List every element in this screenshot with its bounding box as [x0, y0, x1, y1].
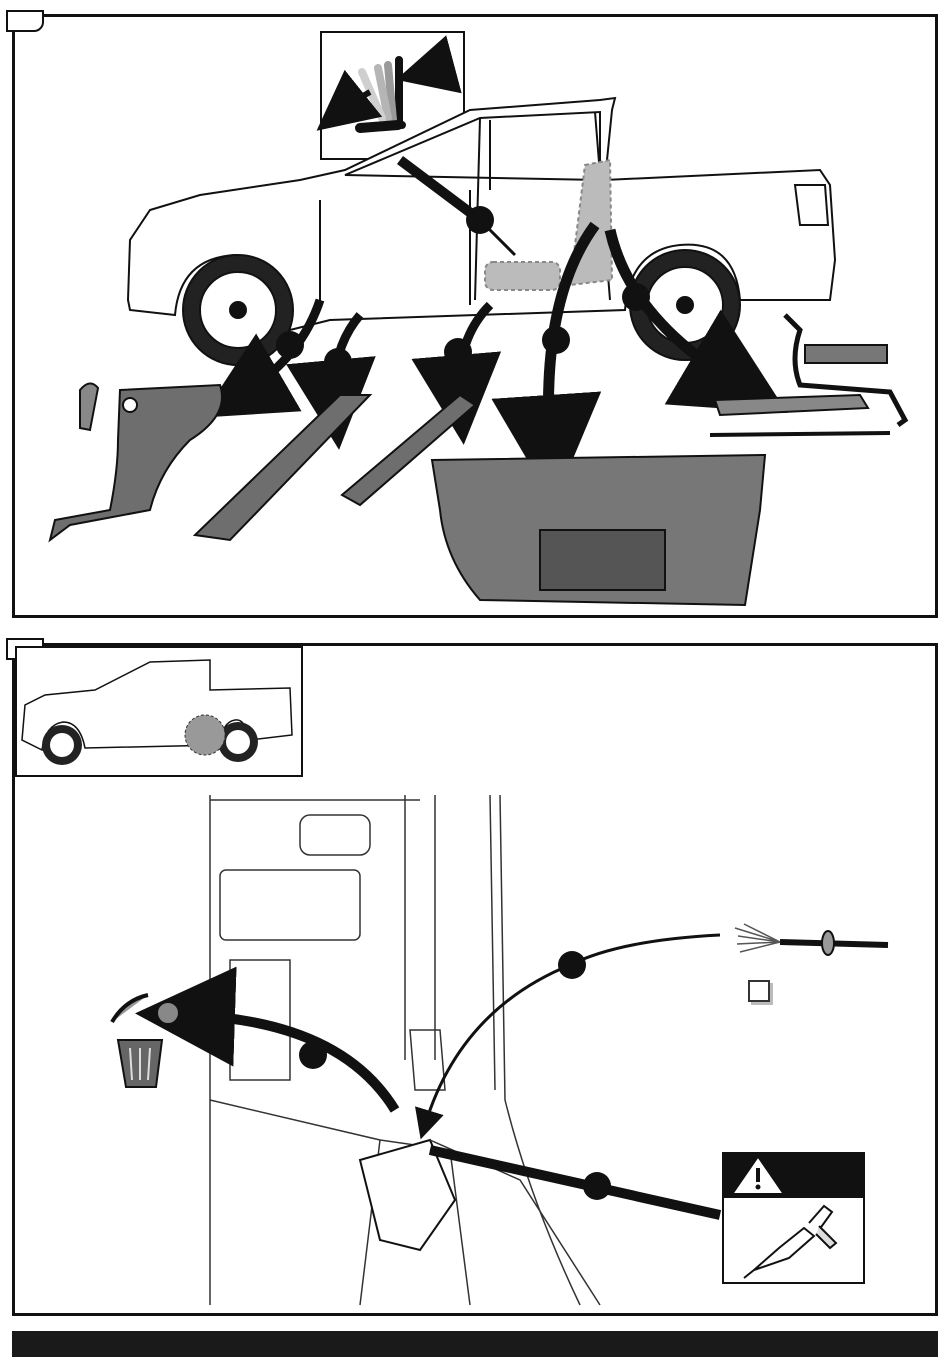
sealant-callout — [430, 1150, 720, 1215]
warning-triangle-icon — [728, 1154, 788, 1198]
sealant-gun-icon — [724, 1198, 863, 1282]
removed-parts — [50, 315, 905, 605]
truck-thumbnail-inset — [16, 647, 302, 776]
reference-box — [748, 980, 770, 1002]
sealant-warning-box — [722, 1152, 865, 1284]
rear-corner-interior-illustration — [210, 795, 600, 1305]
grommet-removal — [157, 1002, 395, 1110]
warning-header — [724, 1154, 863, 1198]
footer-bar — [12, 1331, 938, 1357]
trash-bin-icon — [112, 995, 162, 1087]
